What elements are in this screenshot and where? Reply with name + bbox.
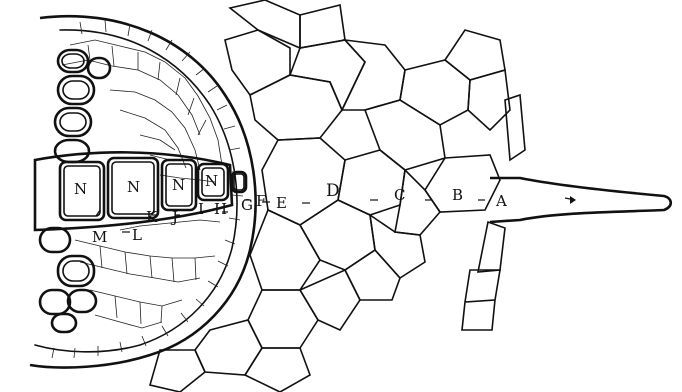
label-J: J (170, 208, 178, 226)
root-hair-cell (462, 95, 671, 330)
vessel-lumen (60, 113, 86, 131)
vessel (52, 314, 76, 332)
vessel (40, 290, 70, 314)
label-F: F (256, 192, 266, 210)
label-C: C (394, 186, 405, 204)
label-H: H (214, 200, 227, 218)
vessel-lumen (63, 81, 89, 99)
label-N-1: N (74, 180, 87, 198)
metaxylem-row (35, 152, 246, 230)
hair-arrowhead (570, 196, 576, 204)
label-I: I (198, 200, 204, 218)
root-hair (490, 178, 671, 222)
vessel (40, 228, 70, 252)
label-A: A (495, 192, 507, 210)
epidermis-cells (478, 95, 525, 272)
vessel (55, 140, 89, 162)
labels: A B C D E F G H I J K L M N N N N (74, 172, 507, 246)
epidermis-cells-lower (462, 270, 500, 330)
label-G: G (241, 196, 253, 214)
label-N-3: N (172, 176, 185, 194)
label-B: B (452, 186, 463, 204)
vessel (68, 290, 96, 312)
vessel (88, 58, 110, 78)
label-N-4: N (205, 172, 218, 190)
label-D: D (326, 181, 340, 201)
vessel-lumen (63, 261, 89, 281)
label-L: L (132, 226, 142, 244)
label-K: K (146, 208, 158, 226)
label-E: E (276, 194, 287, 212)
label-M: M (92, 228, 107, 246)
label-N-2: N (127, 178, 140, 196)
